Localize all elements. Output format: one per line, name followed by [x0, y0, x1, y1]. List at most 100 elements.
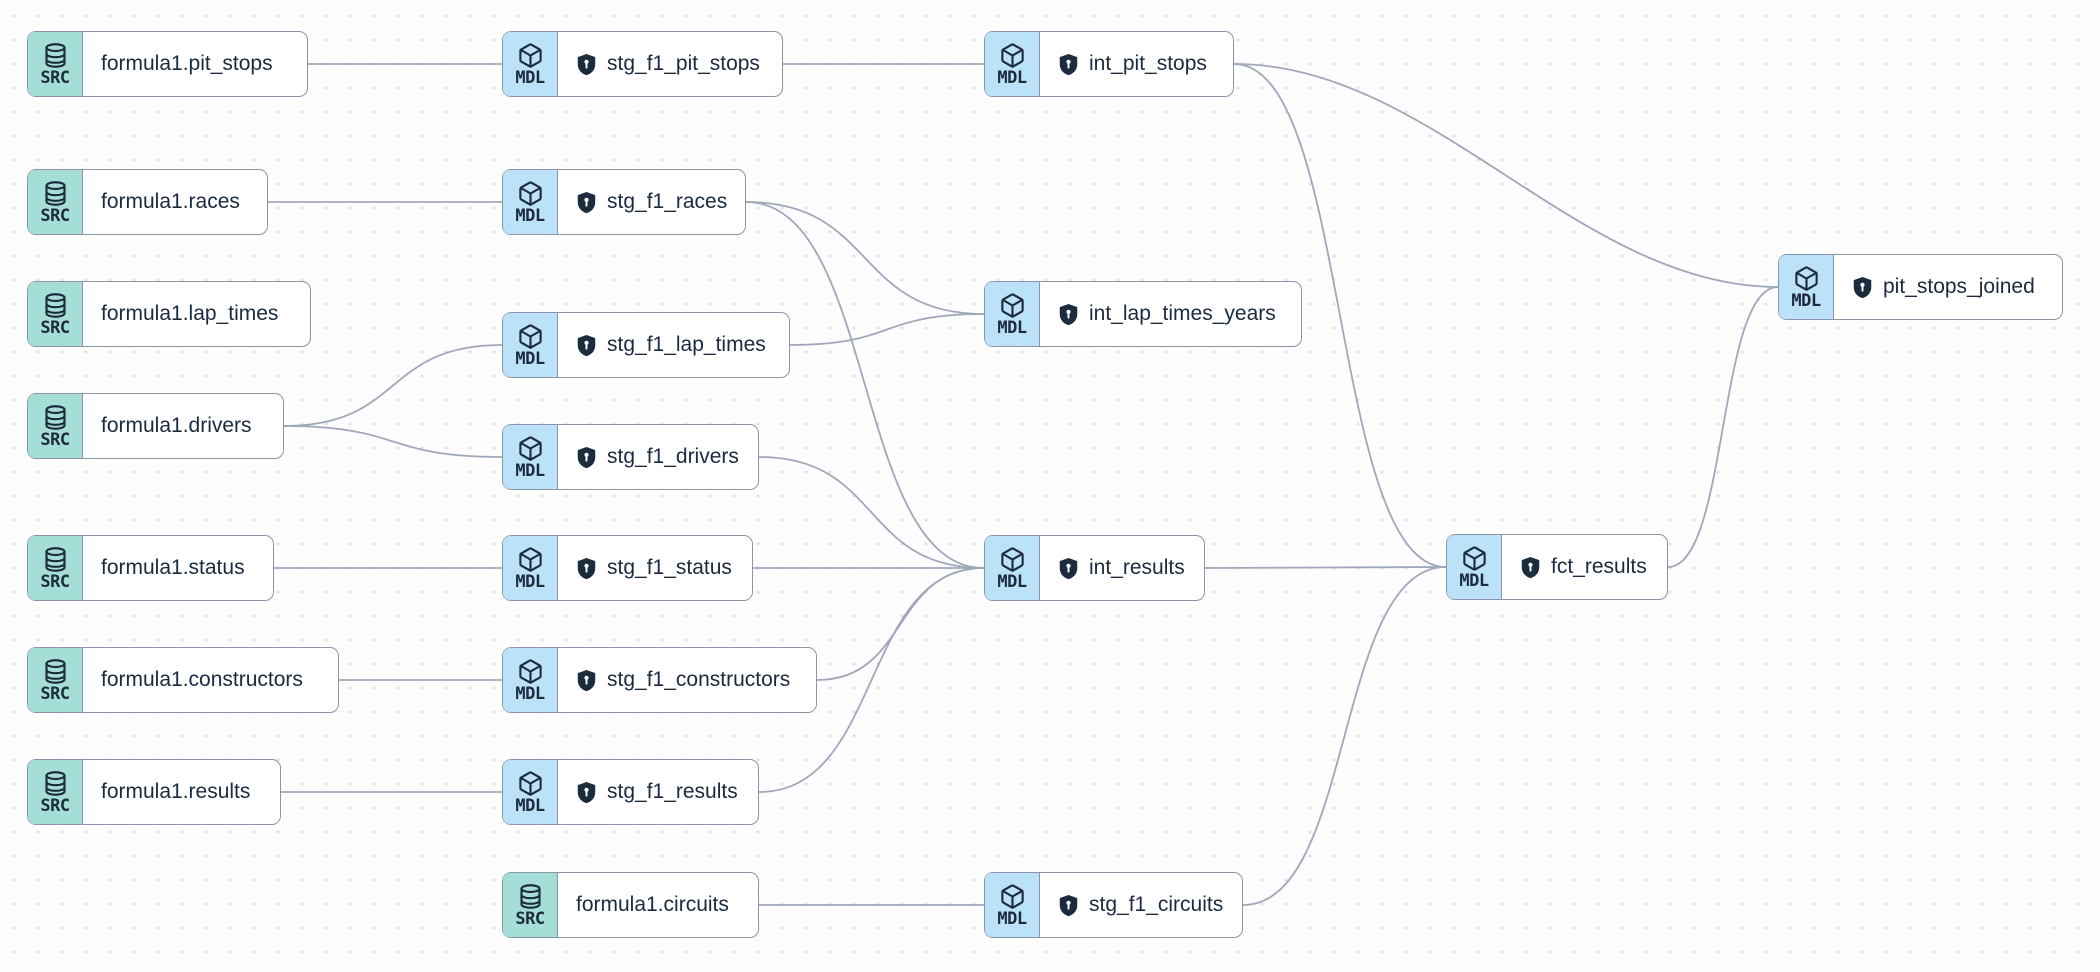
- cube-icon: [517, 180, 544, 207]
- source-badge: SRC: [28, 282, 83, 346]
- node-label: int_pit_stops: [1089, 52, 1207, 75]
- badge-label: MDL: [515, 348, 545, 369]
- shield-lock-icon: [576, 191, 597, 214]
- badge-label: MDL: [515, 683, 545, 704]
- badge-label: MDL: [997, 571, 1027, 592]
- edge-int_results-to-fct_results: [1204, 566, 1447, 569]
- node-body: formula1.races: [83, 170, 267, 234]
- badge-label: SRC: [40, 205, 70, 226]
- node-label: stg_f1_races: [607, 190, 728, 213]
- badge-label: MDL: [515, 205, 545, 226]
- model-badge: MDL: [985, 536, 1040, 600]
- shield-lock-icon: [1058, 303, 1079, 326]
- node-body: stg_f1_circuits: [1040, 873, 1242, 937]
- node-stg_f1_status[interactable]: MDL stg_f1_status: [502, 535, 753, 601]
- node-label: formula1.constructors: [101, 668, 303, 691]
- model-badge: MDL: [503, 648, 558, 712]
- badge-label: MDL: [515, 67, 545, 88]
- node-stg_f1_constructors[interactable]: MDL stg_f1_constructors: [502, 647, 817, 713]
- node-label: formula1.drivers: [101, 414, 252, 437]
- node-formula1-results[interactable]: SRC formula1.results: [27, 759, 281, 825]
- node-label: stg_f1_pit_stops: [607, 52, 760, 75]
- model-badge: MDL: [985, 282, 1040, 346]
- node-int_results[interactable]: MDL int_results: [984, 535, 1205, 601]
- source-badge: SRC: [28, 170, 83, 234]
- source-badge: SRC: [28, 760, 83, 824]
- badge-label: SRC: [40, 571, 70, 592]
- shield-lock-icon: [576, 446, 597, 469]
- node-stg_f1_pit_stops[interactable]: MDL stg_f1_pit_stops: [502, 31, 783, 97]
- node-label: formula1.pit_stops: [101, 52, 273, 75]
- node-formula1-lap_times[interactable]: SRC formula1.lap_times: [27, 281, 311, 347]
- edge-stg_races-to-int_results: [745, 201, 985, 569]
- node-stg_f1_results[interactable]: MDL stg_f1_results: [502, 759, 759, 825]
- node-stg_f1_circuits[interactable]: MDL stg_f1_circuits: [984, 872, 1243, 938]
- edge-int_pit_stops-to-fct_results: [1233, 63, 1447, 568]
- badge-label: SRC: [40, 317, 70, 338]
- database-icon: [42, 404, 69, 431]
- edge-src_drivers-to-stg_lap_times: [283, 344, 503, 427]
- edge-stg_races-to-int_lap_times_years: [745, 201, 985, 315]
- cube-icon: [517, 435, 544, 462]
- cube-icon: [517, 323, 544, 350]
- database-icon: [42, 770, 69, 797]
- database-icon: [42, 292, 69, 319]
- edge-stg_circuits-to-fct_results: [1242, 566, 1447, 906]
- model-badge: MDL: [1447, 535, 1502, 599]
- node-pit_stops_joined[interactable]: MDL pit_stops_joined: [1778, 254, 2063, 320]
- node-formula1-constructors[interactable]: SRC formula1.constructors: [27, 647, 339, 713]
- shield-lock-icon: [1058, 557, 1079, 580]
- node-body: stg_f1_drivers: [558, 425, 758, 489]
- badge-label: MDL: [515, 460, 545, 481]
- node-formula1-status[interactable]: SRC formula1.status: [27, 535, 274, 601]
- badge-label: SRC: [40, 795, 70, 816]
- model-badge: MDL: [985, 873, 1040, 937]
- node-label: stg_f1_constructors: [607, 668, 791, 691]
- node-int_lap_times_years[interactable]: MDL int_lap_times_years: [984, 281, 1302, 347]
- cube-icon: [1461, 545, 1488, 572]
- badge-label: MDL: [1459, 570, 1489, 591]
- node-body: formula1.constructors: [83, 648, 338, 712]
- node-int_pit_stops[interactable]: MDL int_pit_stops: [984, 31, 1234, 97]
- node-body: stg_f1_constructors: [558, 648, 816, 712]
- model-badge: MDL: [1779, 255, 1834, 319]
- badge-label: SRC: [40, 429, 70, 450]
- badge-label: MDL: [515, 795, 545, 816]
- cube-icon: [1793, 265, 1820, 292]
- badge-label: MDL: [997, 67, 1027, 88]
- database-icon: [42, 658, 69, 685]
- node-stg_f1_drivers[interactable]: MDL stg_f1_drivers: [502, 424, 759, 490]
- node-label: stg_f1_results: [607, 780, 738, 803]
- node-body: formula1.pit_stops: [83, 32, 307, 96]
- node-body: fct_results: [1502, 535, 1667, 599]
- node-stg_f1_races[interactable]: MDL stg_f1_races: [502, 169, 746, 235]
- node-label: int_results: [1089, 556, 1185, 579]
- database-icon: [42, 42, 69, 69]
- badge-label: SRC: [40, 683, 70, 704]
- database-icon: [42, 546, 69, 573]
- source-badge: SRC: [503, 873, 558, 937]
- node-body: formula1.results: [83, 760, 280, 824]
- model-badge: MDL: [503, 313, 558, 377]
- node-label: formula1.lap_times: [101, 302, 279, 325]
- node-formula1-drivers[interactable]: SRC formula1.drivers: [27, 393, 284, 459]
- node-body: formula1.lap_times: [83, 282, 310, 346]
- cube-icon: [517, 658, 544, 685]
- node-formula1-races[interactable]: SRC formula1.races: [27, 169, 268, 235]
- cube-icon: [999, 292, 1026, 319]
- node-stg_f1_lap_times[interactable]: MDL stg_f1_lap_times: [502, 312, 790, 378]
- node-label: stg_f1_lap_times: [607, 333, 766, 356]
- database-icon: [517, 883, 544, 910]
- node-body: int_pit_stops: [1040, 32, 1233, 96]
- shield-lock-icon: [1852, 276, 1873, 299]
- edge-stg_constructors-to-int_results: [816, 567, 985, 681]
- edge-stg_drivers-to-int_results: [758, 456, 985, 569]
- badge-label: MDL: [997, 908, 1027, 929]
- source-badge: SRC: [28, 648, 83, 712]
- node-label: formula1.status: [101, 556, 245, 579]
- node-fct_results[interactable]: MDL fct_results: [1446, 534, 1668, 600]
- badge-label: MDL: [1791, 290, 1821, 311]
